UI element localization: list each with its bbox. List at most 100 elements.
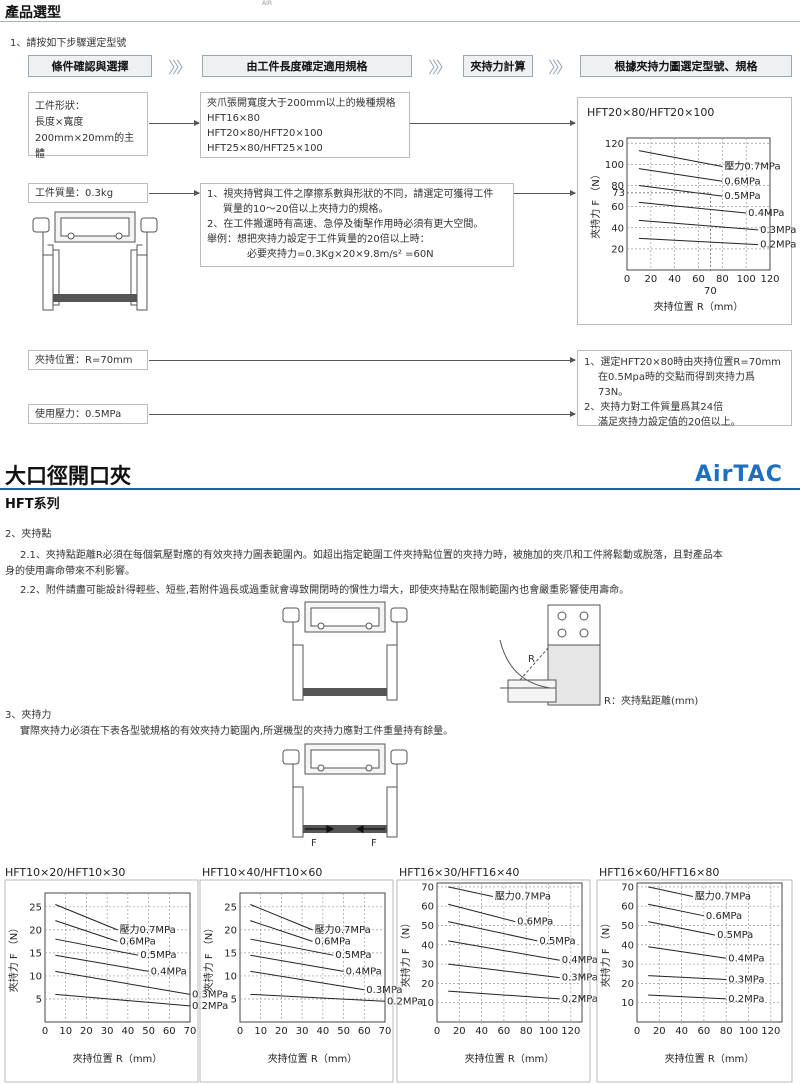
y-tick-label: 40 (621, 940, 634, 951)
series-line (648, 975, 727, 981)
r-caption: R：夾持點距離(mm) (604, 696, 699, 707)
series-line (448, 940, 560, 961)
y-axis-label: 夾持力 F （N） (7, 923, 20, 993)
chart-box-main (577, 97, 792, 325)
x-tick-label: 50 (142, 1026, 155, 1037)
x-tick-label: 10 (59, 1026, 72, 1037)
series-label: 壓力0.7MPa (120, 923, 176, 936)
force-label: F (311, 838, 317, 849)
x-axis-label: 夾持位置 R（mm） (268, 1052, 358, 1065)
gripper-force-drawing: F F (282, 743, 408, 849)
series-line (448, 921, 538, 942)
x-tick-label: 120 (761, 1026, 780, 1037)
y-axis-label: 夾持力 F （N） (202, 923, 215, 993)
series-label: 0.6MPa (120, 936, 156, 947)
y-tick-label: 20 (621, 979, 634, 990)
spec-line: HFT25×80/HFT25×100 (207, 143, 323, 154)
x-tick-label: 20 (653, 1026, 666, 1037)
step-1: 條件確認與選擇 (28, 55, 152, 77)
y-tick-label: 5 (36, 994, 42, 1005)
point-paragraph-1b: 身的使用壽命帶來不利影響。 (5, 566, 135, 577)
series-label: 壓力0.7MPa (695, 890, 751, 903)
gripper-drawing (32, 211, 158, 311)
steps-intro: 1、請按如下步驟選定型號 (10, 38, 127, 49)
calc-line: 1、視夾持臂與工件之摩擦系數與形狀的不同，請選定可獲得工件 (207, 189, 494, 200)
arrow-icon (149, 357, 576, 363)
page-title: 產品選型 (5, 5, 61, 21)
calc-line: 質量的10～20倍以上夾持力的規格。 (223, 204, 389, 215)
chevron-icon: 〉〉〉 (167, 58, 192, 77)
x-tick-label: 70 (184, 1026, 197, 1037)
plot-area (636, 882, 783, 1023)
corner-mark: AIR (262, 0, 273, 7)
chart-frame (396, 879, 591, 1083)
x-tick-label: 40 (675, 1026, 688, 1037)
series-label: 0.5MPa (335, 950, 371, 961)
spec-box: 夾爪張開寬度大于200mm以上的幾種規格 HFT16×80 HFT20×80/H… (200, 92, 410, 158)
y-tick-label: 20 (29, 925, 42, 936)
force-heading: 3、夾持力 (5, 710, 52, 721)
y-tick-label: 5 (231, 994, 237, 1005)
x-tick-label: 0 (42, 1026, 48, 1037)
series-label: 0.4MPa (728, 953, 764, 964)
x-tick-label: 20 (453, 1026, 466, 1037)
y-tick-label: 70 (621, 882, 634, 893)
y-tick-label: 15 (29, 948, 42, 959)
chart-title: HFT16×30/HFT16×40 (399, 866, 519, 879)
result-line: 1、選定HFT20×80時由夾持位置R=70mm (584, 357, 781, 368)
chart-frame (199, 879, 394, 1083)
series-label: 0.6MPa (706, 911, 742, 922)
series-label: 0.6MPa (315, 936, 351, 947)
series-label: 壓力0.7MPa (495, 890, 551, 903)
series-line (55, 954, 149, 972)
series-label: 0.3MPa (366, 985, 402, 996)
series-label: 0.2MPa (192, 1001, 228, 1012)
series-line (55, 904, 118, 931)
chart-frame (4, 879, 199, 1083)
series-label: 0.4MPa (562, 955, 598, 966)
x-tick-label: 0 (634, 1026, 640, 1037)
calc-line: 舉例：想把夾持力設定于工件質量的20倍以上時： (207, 234, 430, 245)
chart-title: HFT10×40/HFT10×60 (202, 866, 322, 879)
x-tick-label: 40 (475, 1026, 488, 1037)
series-line (648, 886, 693, 898)
y-tick-label: 30 (421, 960, 434, 971)
arrow-icon (514, 190, 576, 196)
force-label: F (371, 838, 377, 849)
y-tick-label: 50 (621, 921, 634, 932)
calc-line: 必要夾持力=0.3Kg×20×9.8m/s² =60N (247, 249, 434, 260)
series-line (648, 903, 705, 917)
point-paragraph-1: 2.1、夾持點距離R必須在每個氣壓對應的有效夾持力圖表範圍內。如超出指定範圍工件… (20, 550, 723, 561)
x-tick-label: 60 (163, 1026, 176, 1037)
spec-line: 夾爪張開寬度大于200mm以上的幾種規格 (207, 98, 396, 109)
series-line (250, 993, 386, 1002)
step-4: 根據夾持力圖選定型號、規格 (580, 55, 792, 77)
series-label: 0.2MPa (387, 996, 423, 1007)
plot-area (436, 882, 583, 1023)
series-line (250, 904, 313, 931)
point-paragraph-2: 2.2、附件請盡可能設計得輕些、短些,若附件過長或過重就會導致開閉時的慣性力增大… (20, 585, 630, 596)
series-line (250, 938, 334, 956)
y-tick-label: 50 (421, 921, 434, 932)
series-label: 0.5MPa (717, 930, 753, 941)
step-2: 由工件長度確定適用規格 (202, 55, 412, 77)
series-line (250, 954, 344, 972)
section-rule (0, 488, 800, 490)
y-tick-label: 30 (621, 960, 634, 971)
x-tick-label: 30 (296, 1026, 309, 1037)
result-line: 滿足夾持力設定值的20倍以上。 (598, 417, 741, 428)
x-tick-label: 60 (358, 1026, 371, 1037)
x-tick-label: 70 (379, 1026, 392, 1037)
y-tick-label: 10 (29, 971, 42, 982)
series-line (448, 990, 560, 1000)
series-line (448, 963, 560, 979)
section-title: 大口徑開口夾 (5, 464, 131, 488)
series-line (250, 970, 365, 991)
side-view-drawing: R (499, 604, 601, 706)
series-line (648, 994, 727, 1000)
brand-logo: AirTAC (695, 462, 783, 487)
chart-title: HFT16×60/HFT16×80 (599, 866, 719, 879)
y-axis-label: 夾持力 F （N） (399, 918, 412, 988)
